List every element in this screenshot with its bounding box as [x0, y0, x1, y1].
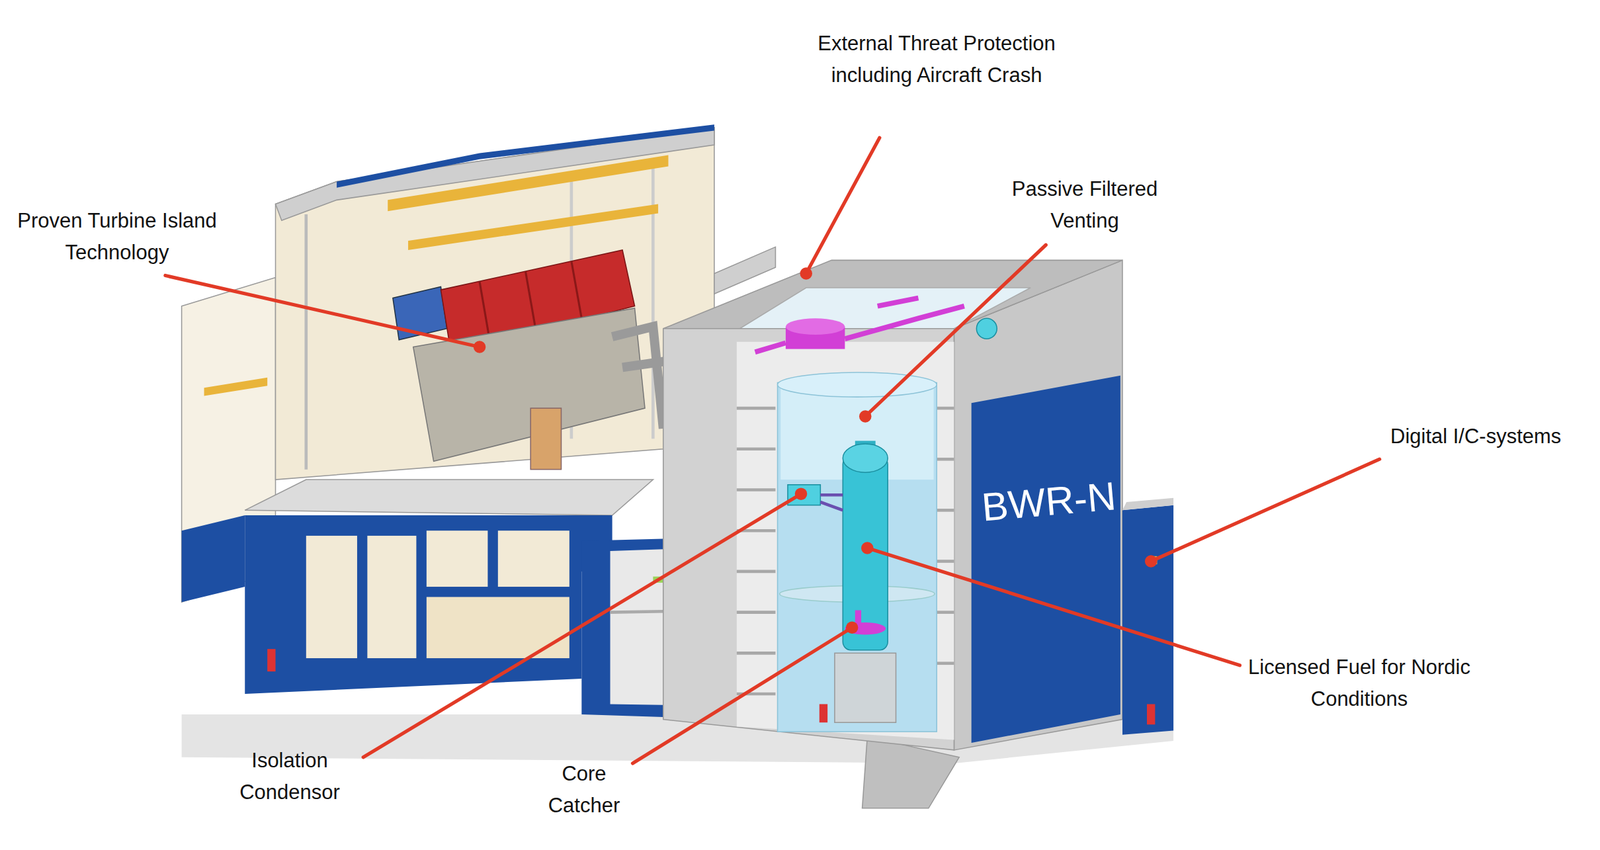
ic-building — [1122, 505, 1174, 735]
callout-label: Passive Filtered Venting — [985, 173, 1184, 237]
callout-label: Core Catcher — [537, 757, 631, 822]
ic-roof — [1122, 498, 1174, 511]
leader-dot — [845, 621, 859, 635]
callout-label: External Threat Protection including Air… — [817, 27, 1056, 92]
leader-line — [867, 547, 1240, 665]
annex-front — [181, 515, 246, 602]
leader-dot — [473, 340, 487, 354]
leader-line — [363, 494, 801, 758]
turbine-band — [479, 281, 490, 341]
pump — [530, 408, 561, 470]
turbine-band — [525, 271, 536, 330]
room-cutaway — [367, 535, 417, 659]
door — [267, 648, 276, 672]
callout-label: Licensed Fuel for Nordic Conditions — [1246, 651, 1472, 716]
condenser-pipe — [820, 494, 843, 510]
room-cutaway — [498, 530, 570, 587]
door — [819, 703, 828, 723]
turbine-hall-wall — [275, 127, 715, 480]
crane-beam — [387, 154, 669, 211]
callout-label: Digital I/C-systems — [1390, 420, 1561, 453]
leader-line — [865, 244, 1046, 417]
hall-column — [651, 163, 655, 440]
annex-front — [244, 515, 612, 694]
building-name: BWR-N — [980, 474, 1118, 530]
leader-dot — [861, 541, 874, 555]
filter-pool — [780, 387, 934, 480]
leader-dot — [859, 410, 872, 423]
hall-column — [304, 214, 308, 470]
callout-label: Proven Turbine Island Technology — [14, 205, 220, 269]
crane-beam — [204, 377, 268, 397]
turbine-band — [571, 261, 582, 319]
vessel-dome — [842, 443, 888, 473]
annex-roof — [244, 479, 653, 516]
callout-label: Isolation Condensor — [223, 744, 356, 809]
leader-line — [632, 627, 852, 764]
room-cutaway — [426, 596, 570, 659]
crane-beam — [408, 204, 659, 251]
reactor-side-face — [953, 259, 1123, 750]
leader-dot — [799, 267, 813, 280]
isolation-condenser — [787, 484, 821, 506]
dome — [976, 318, 997, 339]
vent-pipe — [755, 297, 965, 352]
condenser-block — [413, 308, 645, 462]
pedestal — [834, 652, 897, 723]
roof-parapet — [714, 246, 776, 294]
reactor-side-panel — [971, 375, 1121, 743]
room-cutaway — [426, 530, 489, 587]
containment-top — [777, 372, 938, 397]
leader-dot — [1144, 554, 1158, 568]
leader-line — [806, 137, 880, 274]
leader-line — [165, 275, 480, 348]
door — [1146, 703, 1155, 725]
containment — [777, 382, 938, 733]
leader-dot — [795, 487, 808, 501]
reactor-front — [663, 328, 955, 751]
vent-tank — [785, 318, 845, 335]
leader-line — [1150, 459, 1380, 561]
room-cutaway — [306, 535, 358, 659]
